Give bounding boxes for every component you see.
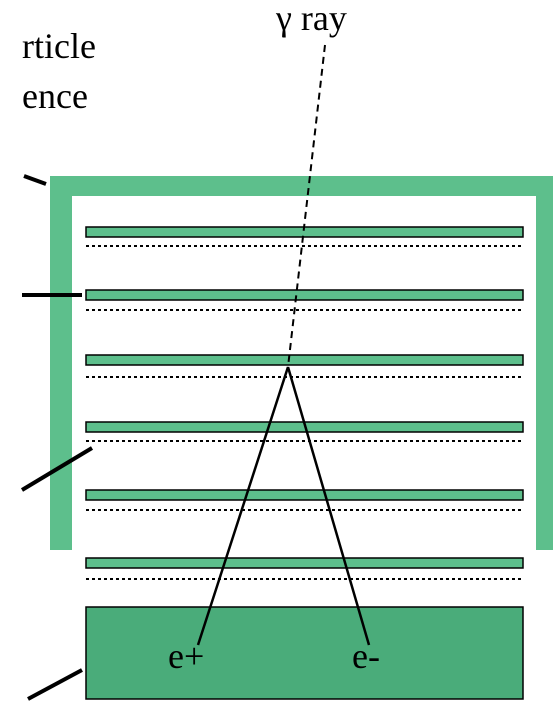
leader-line-calorimeter <box>27 668 83 701</box>
positron-label: e+ <box>168 636 204 676</box>
gamma-ray-path <box>287 44 326 368</box>
shield-left <box>50 176 72 550</box>
tracker-layer-3 <box>85 354 524 366</box>
cutoff-label-line1: rticle <box>22 26 96 66</box>
tracker-layer-6 <box>85 557 524 569</box>
leader-line-converter <box>20 446 94 492</box>
leader-line-shield <box>23 174 47 186</box>
tracker-layer-5 <box>85 489 524 501</box>
leader-lines <box>20 174 94 701</box>
shield-top <box>50 176 553 196</box>
electron-track <box>286 366 371 646</box>
calorimeter <box>85 606 524 700</box>
shield-right <box>536 176 553 550</box>
positron-track <box>196 366 290 646</box>
anticoincidence-shield <box>50 176 553 550</box>
electron-label: e- <box>352 636 380 676</box>
gamma-ray-label: γ ray <box>275 0 347 38</box>
tracker-layers <box>85 226 524 580</box>
cutoff-label-line2: ence <box>22 76 88 116</box>
tracker-layer-2 <box>85 289 524 301</box>
